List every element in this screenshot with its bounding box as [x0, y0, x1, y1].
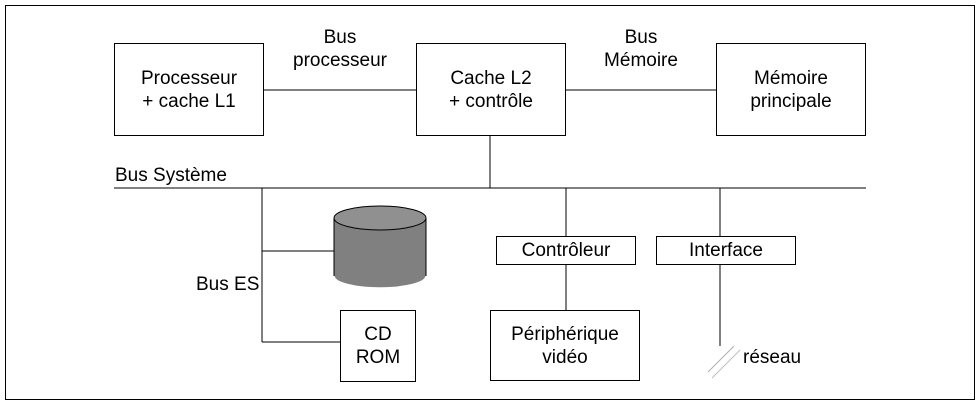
controller-label: Contrôleur: [521, 240, 611, 261]
processor-line2: + cache L1: [142, 90, 236, 112]
cache-box: Cache L2 + contrôle: [416, 43, 566, 136]
processor-box: Processeur + cache L1: [114, 43, 264, 136]
cache-line2: + contrôle: [449, 90, 533, 112]
controller-box: Contrôleur: [496, 236, 636, 265]
memory-box: Mémoire principale: [716, 43, 866, 136]
video-line1: Périphérique: [511, 323, 619, 345]
interface-label: Interface: [689, 240, 763, 261]
video-line2: vidéo: [542, 346, 588, 368]
bus-processor-label-line2: processeur: [293, 50, 387, 71]
memory-line1: Mémoire: [754, 67, 828, 89]
disk-icon: [333, 205, 427, 289]
bus-memory-label-line2: Mémoire: [604, 50, 678, 71]
network-label: réseau: [743, 347, 802, 368]
cdrom-box: CD ROM: [340, 310, 416, 382]
cache-line1: Cache L2: [450, 67, 532, 89]
memory-line2: principale: [750, 90, 832, 112]
video-box: Périphérique vidéo: [490, 310, 640, 381]
processor-line1: Processeur: [140, 67, 238, 89]
network-break-mark-1: [707, 345, 735, 373]
diagram-frame: [5, 5, 975, 400]
cdrom-line1: CD: [364, 324, 392, 345]
interface-box: Interface: [656, 236, 796, 265]
bus-memory-label: Bus Mémoire: [566, 26, 716, 72]
bus-memory-label-line1: Bus: [624, 27, 658, 48]
io-bus-label: Bus ES: [196, 274, 260, 295]
bus-processor-label-line1: Bus: [323, 27, 357, 48]
cdrom-line2: ROM: [355, 347, 401, 368]
system-bus-label: Bus Système: [115, 165, 227, 186]
bus-processor-label: Bus processeur: [264, 26, 416, 72]
network-break-mark-2: [711, 349, 741, 379]
